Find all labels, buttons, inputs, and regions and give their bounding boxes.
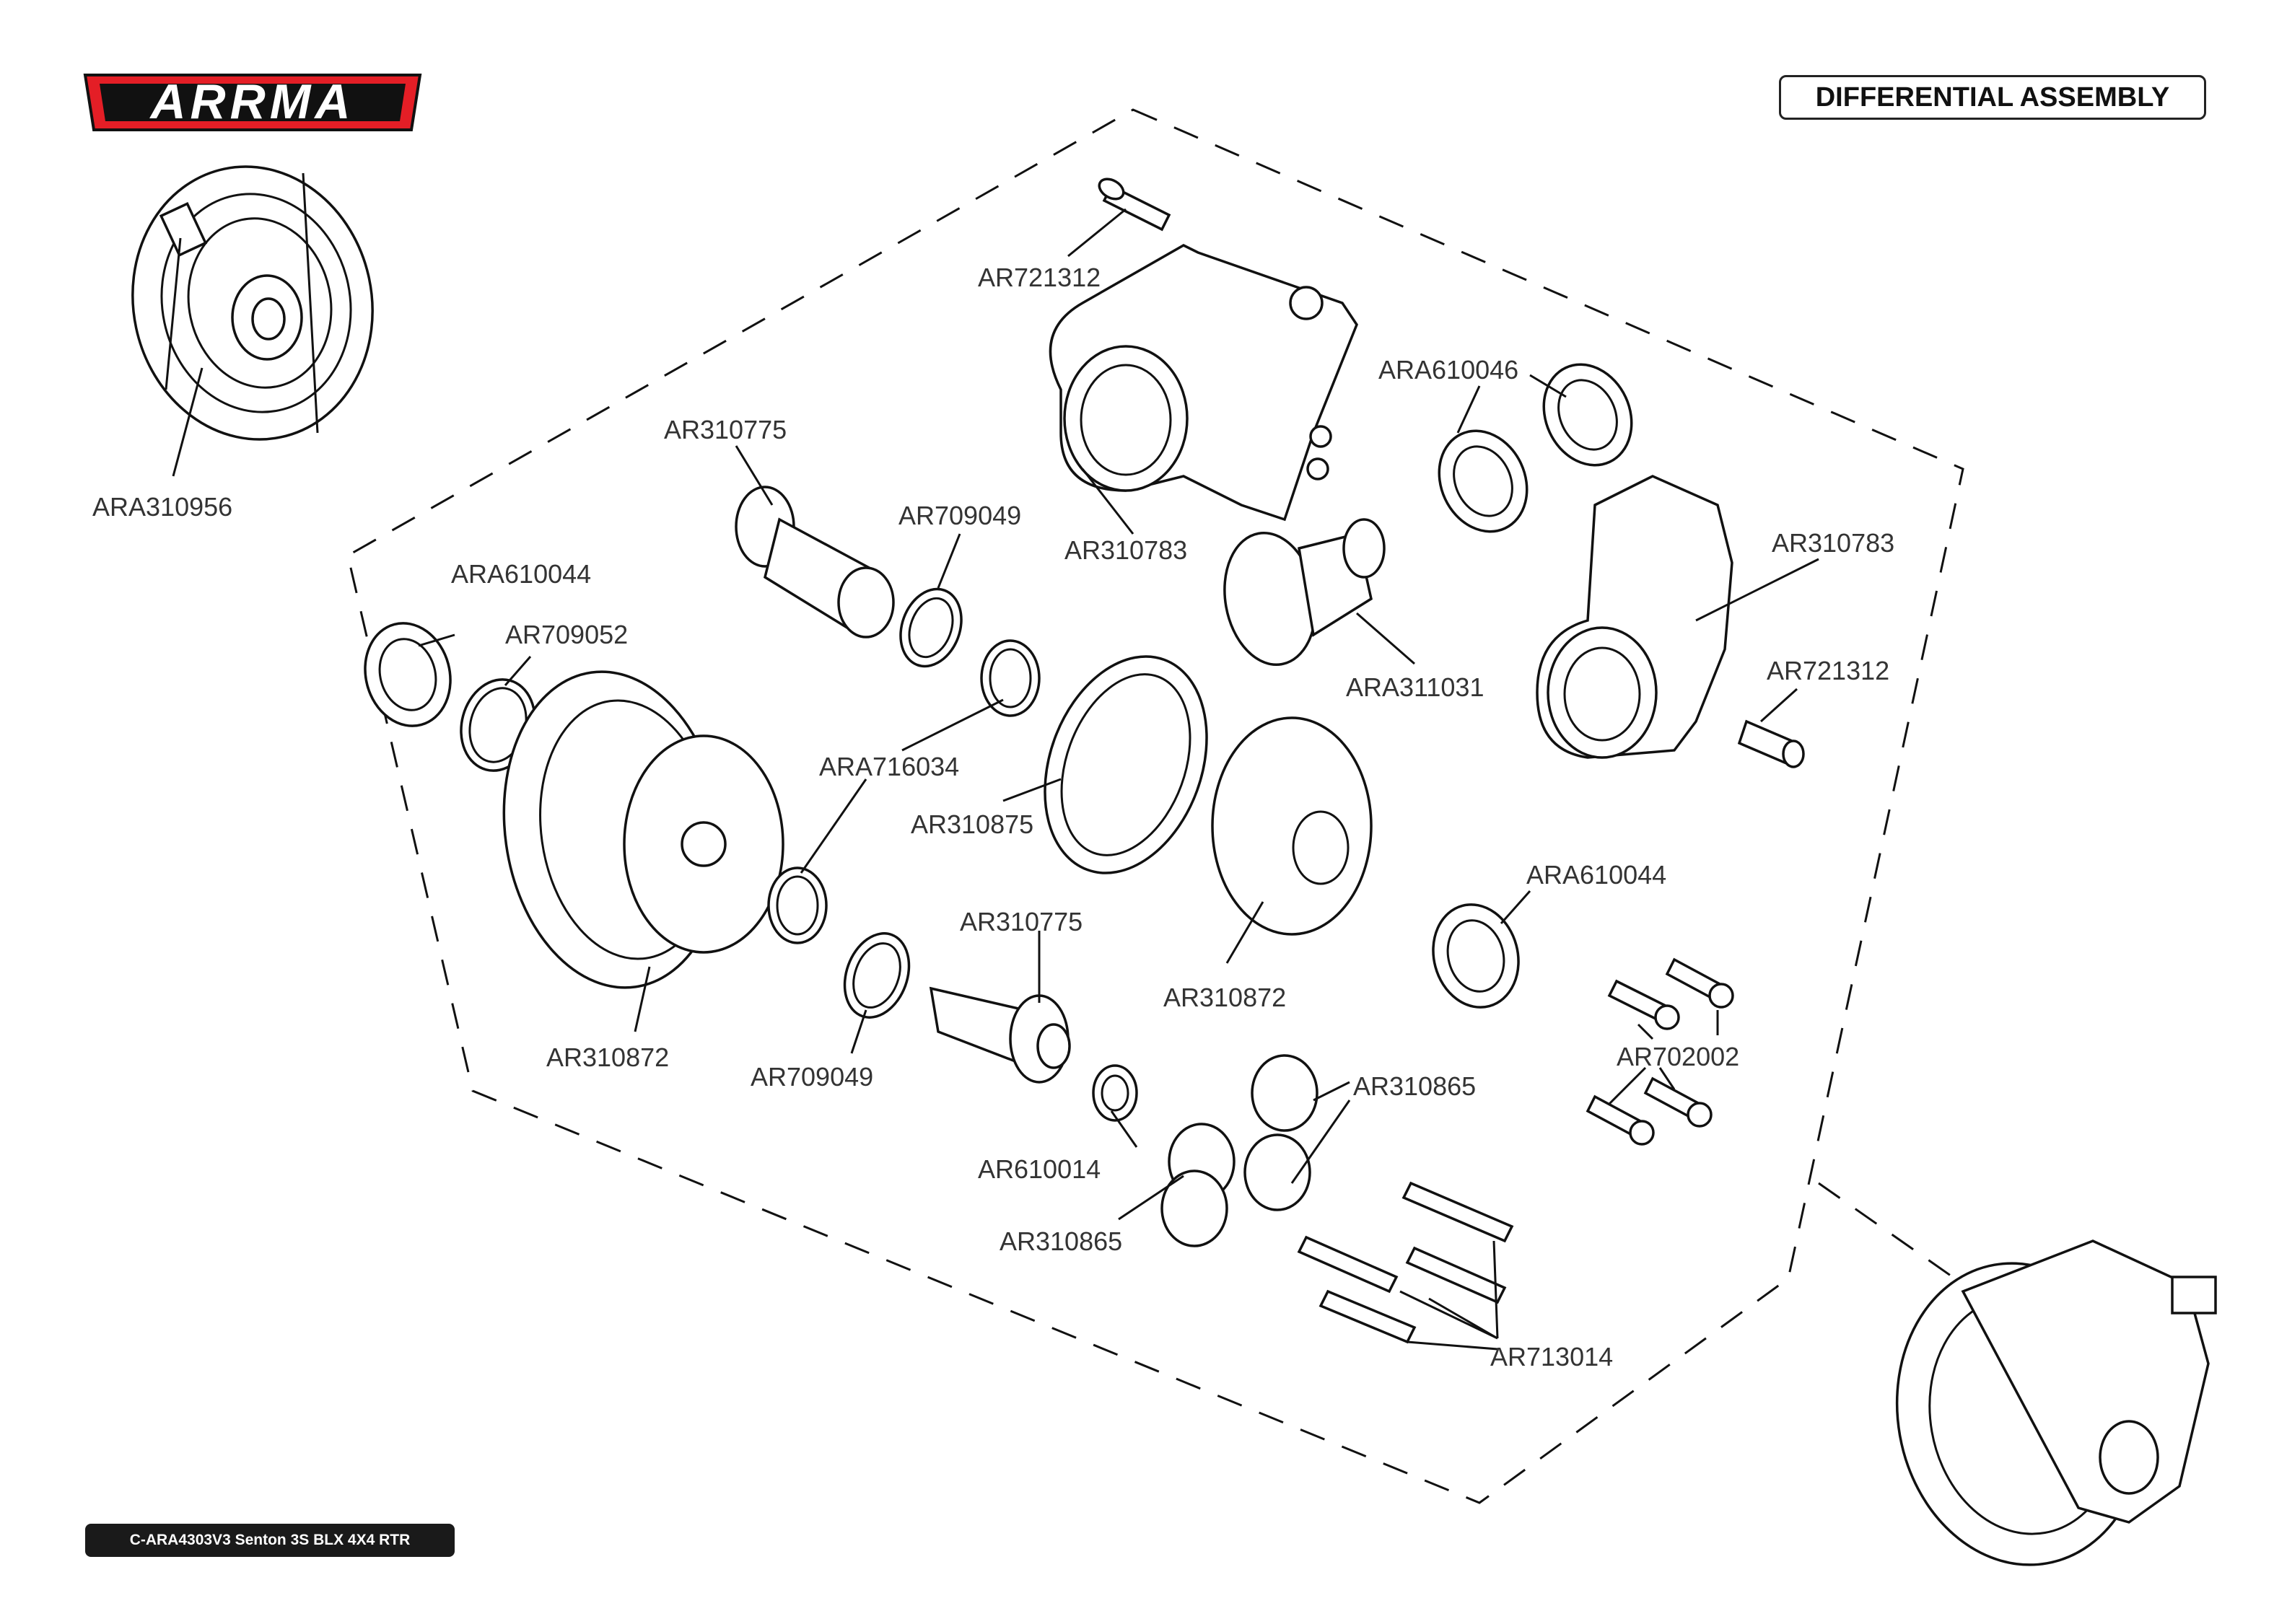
- part-label: ARA716034: [819, 752, 959, 781]
- brand-logo-text: ARRMA: [149, 74, 354, 129]
- part-label: AR310775: [664, 415, 787, 444]
- part-label: AR310865: [1353, 1071, 1476, 1101]
- bearing-pair: [1438, 363, 1633, 533]
- bearing-left: [364, 622, 452, 727]
- part-label: AR310872: [1163, 983, 1286, 1012]
- o-ring-washers: [767, 639, 1041, 944]
- part-label: AR709052: [505, 620, 628, 649]
- diff-housing-left: [1049, 244, 1358, 522]
- brand-logo: ARRMA: [79, 66, 426, 139]
- part-label: ARA311031: [1346, 672, 1484, 702]
- part-label: ARA310956: [92, 492, 232, 522]
- pin-top: [1098, 177, 1171, 232]
- part-label: AR310865: [1000, 1226, 1122, 1256]
- part-label: AR610014: [978, 1154, 1101, 1184]
- diff-cover: [1211, 716, 1373, 936]
- diff-gasket: [1044, 655, 1208, 874]
- part-label: AR310775: [960, 907, 1083, 936]
- part-label: AR702002: [1617, 1042, 1739, 1071]
- input-bevel-gear: [1223, 518, 1386, 666]
- pinion-gear-top: [735, 486, 895, 638]
- pin-right: [1737, 719, 1805, 768]
- cap-screws: [1586, 957, 1734, 1146]
- part-label: AR709049: [751, 1062, 873, 1092]
- leader-lines: [172, 208, 1819, 1351]
- part-label: ARA610044: [1526, 860, 1666, 890]
- spider-gears: [1160, 1054, 1319, 1247]
- part-label: AR310875: [911, 809, 1033, 839]
- assembled-differential-top: [131, 165, 374, 441]
- part-label: AR310872: [546, 1043, 669, 1072]
- part-label: AR721312: [1767, 656, 1889, 685]
- part-label: AR721312: [978, 263, 1101, 292]
- cross-pins: [1297, 1181, 1514, 1344]
- bearing-right: [1432, 903, 1520, 1009]
- boundary-to-assembled: [1818, 1182, 1964, 1286]
- assembly-boundary: [346, 108, 1964, 1504]
- ring-gear-diff-case: [502, 670, 784, 989]
- part-label: AR709049: [898, 501, 1021, 530]
- part-label: ARA610046: [1378, 355, 1518, 385]
- model-badge: C-ARA4303V3 Senton 3S BLX 4X4 RTR: [85, 1524, 455, 1557]
- pinion-gear-bottom: [929, 986, 1071, 1084]
- part-label: AR713014: [1490, 1342, 1613, 1371]
- small-bearing: [1092, 1064, 1138, 1122]
- shim-washer-bottom: [843, 932, 911, 1019]
- part-labels: ARA310956 AR721312 AR310775 AR709049 AR3…: [92, 263, 1894, 1371]
- part-label: AR310783: [1772, 528, 1894, 558]
- assembled-differential-bottom: [1895, 1239, 2217, 1566]
- shim-washer-top: [899, 587, 963, 668]
- page-title: DIFFERENTIAL ASSEMBLY: [1779, 75, 2206, 120]
- part-label: AR310783: [1064, 535, 1187, 565]
- diff-housing-right: [1536, 475, 1733, 759]
- part-label: ARA610044: [451, 559, 591, 589]
